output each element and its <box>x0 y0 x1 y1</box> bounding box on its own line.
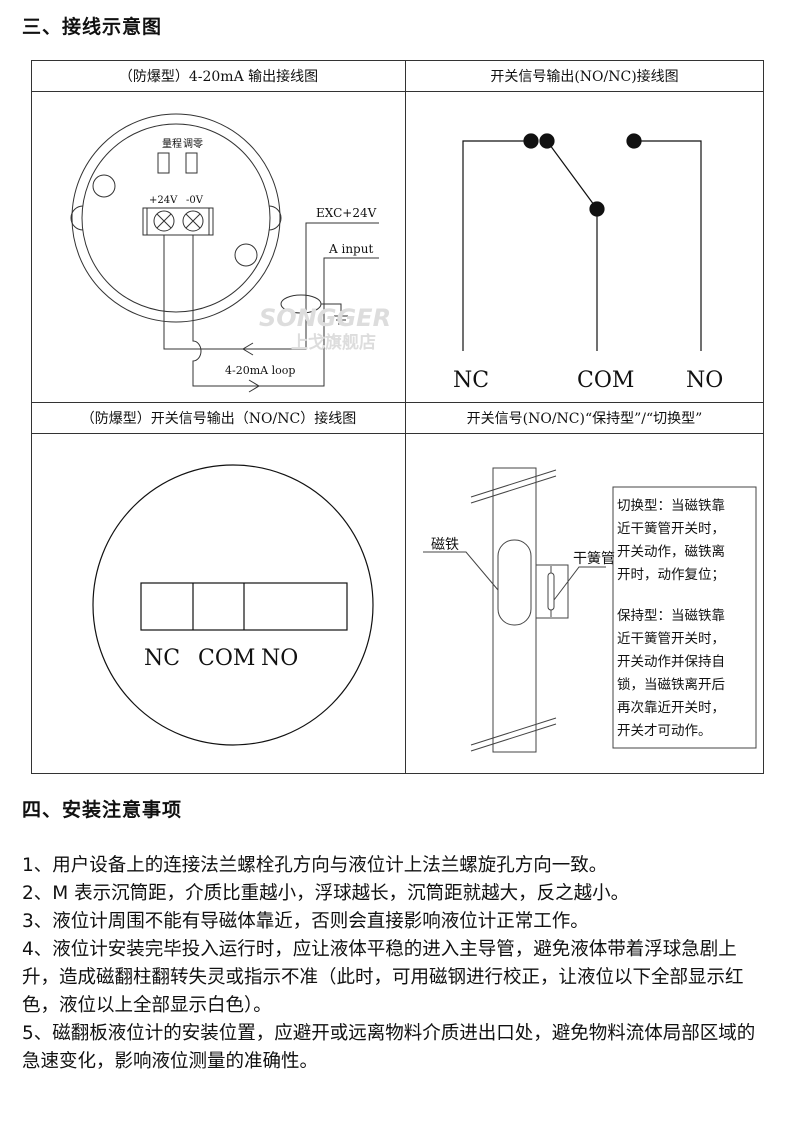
diagram-reed-switch: 磁铁 干簧管 切换型：当磁铁靠近干簧管开关时， 开关动作，磁铁离开时，动作复位； … <box>405 433 764 774</box>
svg-text:开时，动作复位；: 开时，动作复位； <box>617 566 725 583</box>
label-range: 量程 <box>162 138 182 150</box>
svg-text:切换型：当磁铁靠: 切换型：当磁铁靠 <box>617 498 725 514</box>
watermark-brand: SONGGER <box>259 304 391 332</box>
diagram-4-20ma: 量程 调零 +24V -0V EXC+24V A input 4-20mA lo… <box>31 91 406 403</box>
svg-text:再次靠近开关时，: 再次靠近开关时， <box>617 700 725 716</box>
label-zero: 调零 <box>183 138 203 150</box>
svg-text:开关才可动作。: 开关才可动作。 <box>617 723 712 739</box>
wiring-table: （防爆型）4-20mA 输出接线图开关信号输出(NO/NC)接线图 量程 调零 … <box>31 60 764 774</box>
cell-header-2: 开关信号输出(NO/NC)接线图 <box>405 60 764 92</box>
svg-text:近干簧管开关时，: 近干簧管开关时， <box>617 631 725 647</box>
note-item: 4、液位计安装完毕投入运行时，应让液体平稳的进入主导管，避免液体带着浮球急剧上升… <box>22 939 744 1016</box>
cell-header-4: 开关信号(NO/NC)“保持型”/“切换型” <box>405 402 764 434</box>
label-exc: EXC+24V <box>316 206 377 220</box>
note-item: 1、用户设备上的连接法兰螺栓孔方向与液位计上法兰螺旋孔方向一致。 <box>22 855 608 876</box>
cell-header-1: （防爆型）4-20mA 输出接线图 <box>31 60 406 92</box>
label-reed: 干簧管 <box>573 551 615 567</box>
label-magnet: 磁铁 <box>431 537 459 553</box>
label-nc: NC <box>144 646 180 671</box>
label-nc: NC <box>453 368 489 393</box>
note-item: 2、M 表示沉筒距，介质比重越小，浮球越长，沉筒距就越大，反之越小。 <box>22 883 630 904</box>
section-4-title: 四、安装注意事项 <box>22 799 183 821</box>
label-plus24v: +24V <box>149 195 178 206</box>
section-3-title: 三、接线示意图 <box>22 16 163 38</box>
label-com: COM <box>577 368 634 393</box>
label-com: COM <box>198 646 255 671</box>
label-minus0v: -0V <box>186 195 204 206</box>
diagram-no-nc: NC COM NO <box>405 91 764 403</box>
install-notes: 1、用户设备上的连接法兰螺栓孔方向与液位计上法兰螺旋孔方向一致。 2、M 表示沉… <box>22 852 772 1076</box>
svg-text:开关动作，磁铁离: 开关动作，磁铁离 <box>617 543 725 560</box>
cell-header-3: （防爆型）开关信号输出（NO/NC）接线图 <box>31 402 406 434</box>
note-item: 5、磁翻板液位计的安装位置，应避开或远离物料介质进出口处，避免物料流体局部区域的… <box>22 1023 756 1072</box>
diagram-ex-switch: NC COM NO <box>31 433 406 774</box>
svg-text:开关动作并保持自: 开关动作并保持自 <box>617 654 725 670</box>
note-item: 3、液位计周围不能有导磁体靠近，否则会直接影响液位计正常工作。 <box>22 911 589 932</box>
svg-text:锁，当磁铁离开后: 锁，当磁铁离开后 <box>617 676 725 693</box>
label-a-input: A input <box>328 242 373 256</box>
label-no: NO <box>261 646 298 671</box>
label-no: NO <box>686 368 723 393</box>
watermark-cn: 上戈旗舰店 <box>291 332 376 353</box>
label-loop: 4-20mA loop <box>225 364 295 377</box>
svg-text:保持型：当磁铁靠: 保持型：当磁铁靠 <box>617 608 725 624</box>
svg-text:近干簧管开关时，: 近干簧管开关时， <box>617 521 725 537</box>
